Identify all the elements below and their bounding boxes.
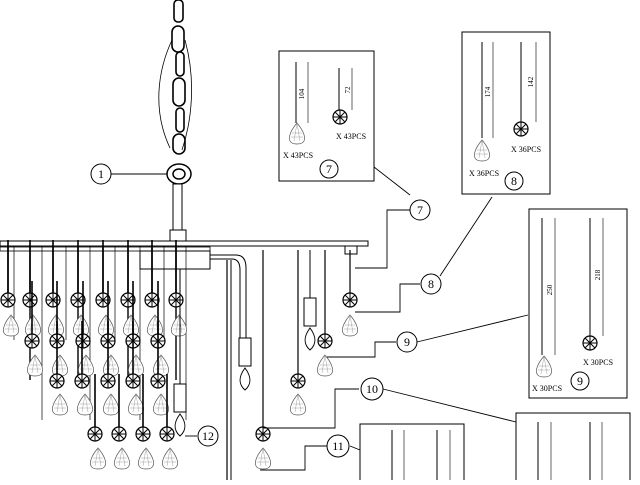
svg-text:72: 72 — [344, 86, 352, 94]
svg-text:X 43PCS: X 43PCS — [283, 151, 313, 160]
detail-box-10 — [515, 412, 631, 484]
svg-text:X 30PCS: X 30PCS — [532, 384, 562, 393]
svg-text:8: 8 — [428, 277, 434, 291]
svg-text:X 36PCS: X 36PCS — [511, 145, 541, 154]
svg-text:X 43PCS: X 43PCS — [336, 132, 366, 141]
detail-box-9: 250 218 X 30PCS X 30PCS 9 — [528, 208, 628, 399]
candle-left — [238, 337, 252, 391]
svg-text:X 36PCS: X 36PCS — [469, 169, 499, 178]
frame-bar — [0, 240, 369, 270]
svg-text:7: 7 — [417, 203, 423, 217]
svg-text:174: 174 — [484, 86, 492, 97]
callout-11: 11 — [326, 434, 350, 458]
candle-arm — [210, 254, 247, 340]
hanging-loop — [166, 163, 192, 185]
svg-text:11: 11 — [332, 439, 344, 453]
svg-text:7: 7 — [326, 162, 332, 176]
detail-box-8: 174 142 X 36PCS X 36PCS 8 — [461, 31, 551, 195]
callout-7: 7 — [409, 199, 431, 221]
callout-1: 1 — [90, 163, 112, 185]
center-rod — [172, 183, 183, 233]
svg-text:218: 218 — [594, 269, 602, 280]
center-hub — [169, 229, 187, 243]
svg-text:9: 9 — [577, 374, 583, 388]
svg-text:142: 142 — [527, 76, 535, 87]
callout-12: 12 — [197, 425, 219, 447]
svg-text:X 30PCS: X 30PCS — [583, 358, 613, 367]
svg-text:8: 8 — [511, 174, 517, 188]
crystal-pendants — [0, 240, 358, 470]
svg-text:9: 9 — [404, 335, 410, 349]
svg-text:10: 10 — [366, 382, 378, 396]
callout-9: 9 — [396, 331, 418, 353]
detail-box-11 — [359, 423, 465, 485]
leader-lines — [111, 166, 529, 471]
svg-text:104: 104 — [298, 88, 306, 99]
callout-8: 8 — [420, 273, 442, 295]
svg-text:12: 12 — [202, 429, 214, 443]
candle-right — [303, 297, 317, 351]
detail-box-7: 104 72 X 43PCS X 43PCS 7 — [278, 50, 375, 182]
power-cord — [158, 39, 192, 151]
callout-10: 10 — [360, 377, 384, 401]
svg-text:1: 1 — [98, 167, 104, 181]
candle-center — [173, 383, 187, 437]
svg-text:250: 250 — [546, 284, 554, 295]
hanging-chain — [171, 0, 186, 155]
